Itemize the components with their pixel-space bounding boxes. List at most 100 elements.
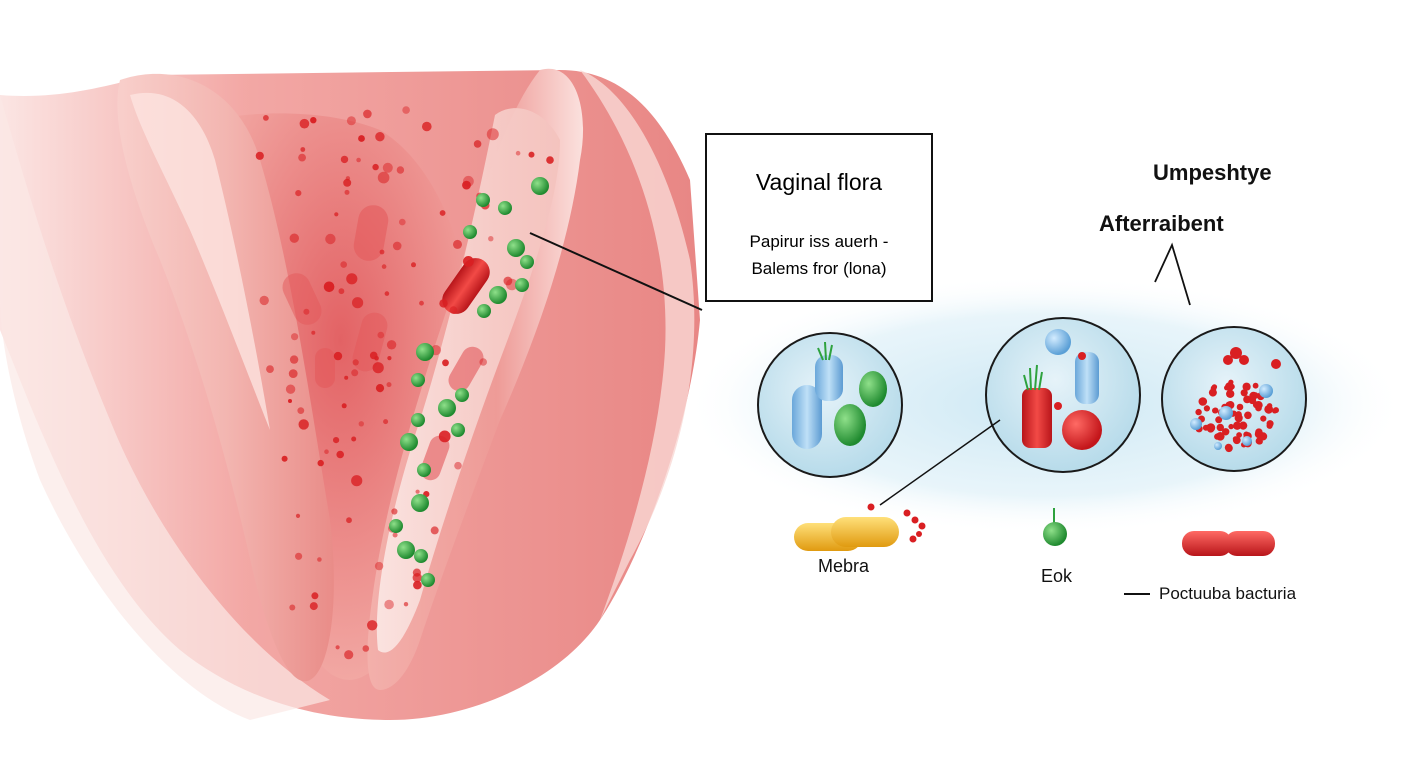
red-coccus [351,436,357,442]
left-fold-highlight [130,92,270,430]
red-coccus [369,351,378,360]
red-coccus [372,163,379,171]
red-coccus [352,297,364,309]
micro-circle-3 [1161,326,1307,472]
red-coccus [363,109,372,119]
red-coccus [1208,388,1217,397]
micro-circle-1 [757,332,903,478]
red-coccus [298,419,309,430]
red-coccus [341,403,347,409]
green-coccus [451,423,465,437]
red-coccus [351,369,359,377]
red-coccus [1222,428,1230,436]
green-coccus [507,239,525,257]
outer-tissue-fade [0,95,330,720]
red-coccus [1257,439,1263,445]
red-coccus [1054,402,1062,410]
red-coccus [1216,432,1225,441]
red-coccus [1206,423,1216,432]
green-coccus [859,371,887,407]
right-outer-edge [580,70,695,620]
green-coccus [515,278,529,292]
red-coccus [1226,389,1235,398]
callout-line-2: Balems fror (lona) [751,259,887,278]
red-coccus [1240,389,1248,397]
red-coccus [317,459,324,467]
tissue-illustration [0,68,700,720]
leader-line-callout [529,232,703,311]
heading-label: Umpeshtye [1153,160,1272,185]
red-coccus [528,151,535,158]
red-coccus [1272,408,1278,414]
tissue-bacteria [255,106,554,660]
red-coccus [402,106,410,114]
red-coccus [346,116,356,126]
red-coccus [430,526,439,535]
red-coccus [1078,352,1086,360]
red-coccus [295,513,301,519]
blue-rod [815,355,843,401]
red-coccus [1215,416,1223,424]
red-coccus [335,645,340,650]
micro-circle-2 [985,317,1141,473]
red-coccus [1203,405,1210,412]
red-coccus [1236,403,1244,411]
red-coccus [439,210,446,216]
green-coccus [421,573,435,587]
red-coccus [311,592,319,600]
green-coccus [416,343,434,361]
green-coccus [477,304,491,318]
red-coccus [1229,383,1235,390]
callout-title: Vaginal flora [755,169,883,195]
green-coccus [417,463,431,477]
red-coccus [546,156,554,164]
red-coccus [340,155,349,164]
red-coccus [413,580,422,590]
red-coccus [285,384,296,394]
green-coccus [531,177,549,195]
red-coccus [263,115,269,121]
red-coccus [288,399,292,403]
circle-frame [1161,326,1307,472]
subheading-label: Afterraibent [1099,211,1224,236]
leader-line-circle2 [879,419,1001,506]
red-coccus [1266,403,1273,409]
red-coccus [323,281,335,293]
red-coccus [379,249,385,255]
red-coccus [1239,355,1249,365]
red-coccus [333,351,343,361]
red-coccus [291,333,299,341]
red-coccus [317,557,322,562]
red-coccus [1228,423,1234,430]
red-coccus [1198,397,1208,406]
rod-bacterium [442,258,490,314]
green-coccus [411,413,425,427]
red-coccus [375,384,385,393]
green-coccus [520,255,534,269]
red-coccus [289,233,299,243]
green-coccus [411,494,429,512]
red-coccus [346,517,352,524]
red-coccus [344,375,349,380]
red-coccus [506,278,518,291]
red-coccus [299,118,310,129]
red-coccus [1240,422,1247,429]
red-coccus [356,157,361,163]
red-coccus [340,261,348,268]
red-coccus [1232,436,1241,445]
red-coccus [454,461,462,470]
red-coccus [391,508,398,515]
red-coccus [1252,401,1260,409]
red-coccus [1244,411,1252,420]
red-coccus [463,256,474,267]
red-coccus [1230,347,1242,359]
red-coccus [392,532,398,538]
red-coccus [1252,382,1259,389]
red-coccus [503,276,513,286]
green-coccus [397,541,415,559]
red-coccus [449,306,458,314]
flagella [817,341,833,361]
red-coccus [303,308,310,315]
blue-coccus [1242,436,1252,446]
